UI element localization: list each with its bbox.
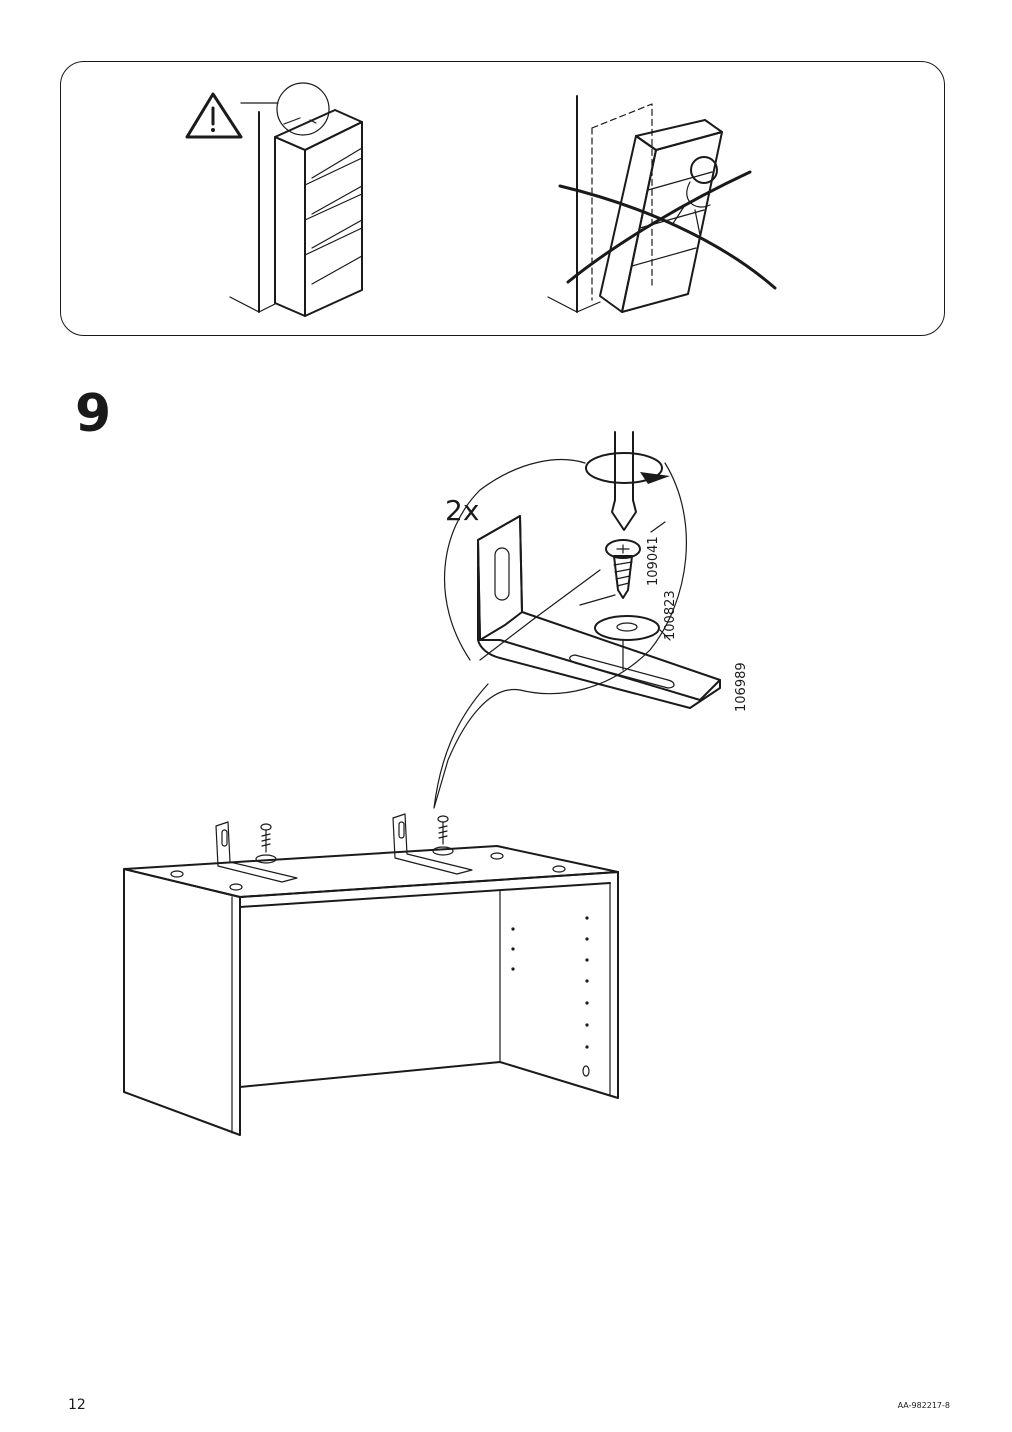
screwdriver-illustration (611, 431, 637, 531)
screw-illustration (605, 539, 641, 599)
correct-bookcase-illustration (185, 82, 363, 317)
rotate-arrow-icon (585, 452, 670, 484)
part-number-screw: 109041 (646, 536, 661, 586)
warning-icon (185, 92, 243, 139)
part-number-bracket: 106989 (734, 662, 749, 712)
bracket-detail-callout: 2x 109041 100823 106989 (433, 431, 749, 809)
warning-panel (60, 61, 945, 336)
prohibited-cross-icon (558, 170, 777, 290)
cabinet-illustration (123, 813, 619, 1136)
step-number: 9 (75, 384, 112, 444)
page-number: 12 (68, 1397, 86, 1413)
bracket-right (392, 813, 473, 875)
washer-illustration (594, 615, 660, 641)
quantity-label: 2x (445, 494, 479, 527)
incorrect-tipping-illustration (547, 95, 777, 313)
part-number-washer: 100823 (663, 590, 678, 640)
bracket-left (215, 821, 298, 883)
document-code: AA-982217-8 (897, 1401, 950, 1410)
wall-bracket-illustration (477, 515, 721, 709)
